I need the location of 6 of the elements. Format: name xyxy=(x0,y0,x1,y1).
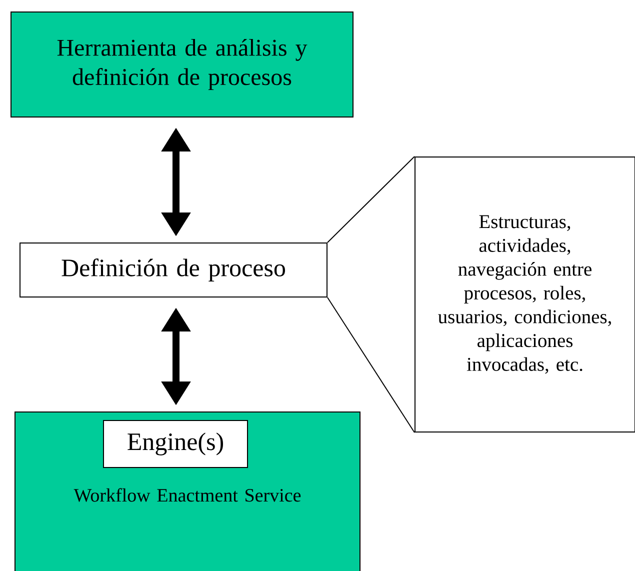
callout-box: Estructuras, actividades, navegación entre procesos, roles, usuarios, condiciones, aplicaciones invocadas, etc. xyxy=(414,156,635,432)
callout-line xyxy=(327,297,415,433)
callout-line xyxy=(327,156,415,243)
definition-box: Definición de proceso xyxy=(20,242,328,298)
engine-box: Engine(s) xyxy=(103,420,248,468)
tool-box: Herramienta de análisis y definición de procesos xyxy=(10,12,354,118)
